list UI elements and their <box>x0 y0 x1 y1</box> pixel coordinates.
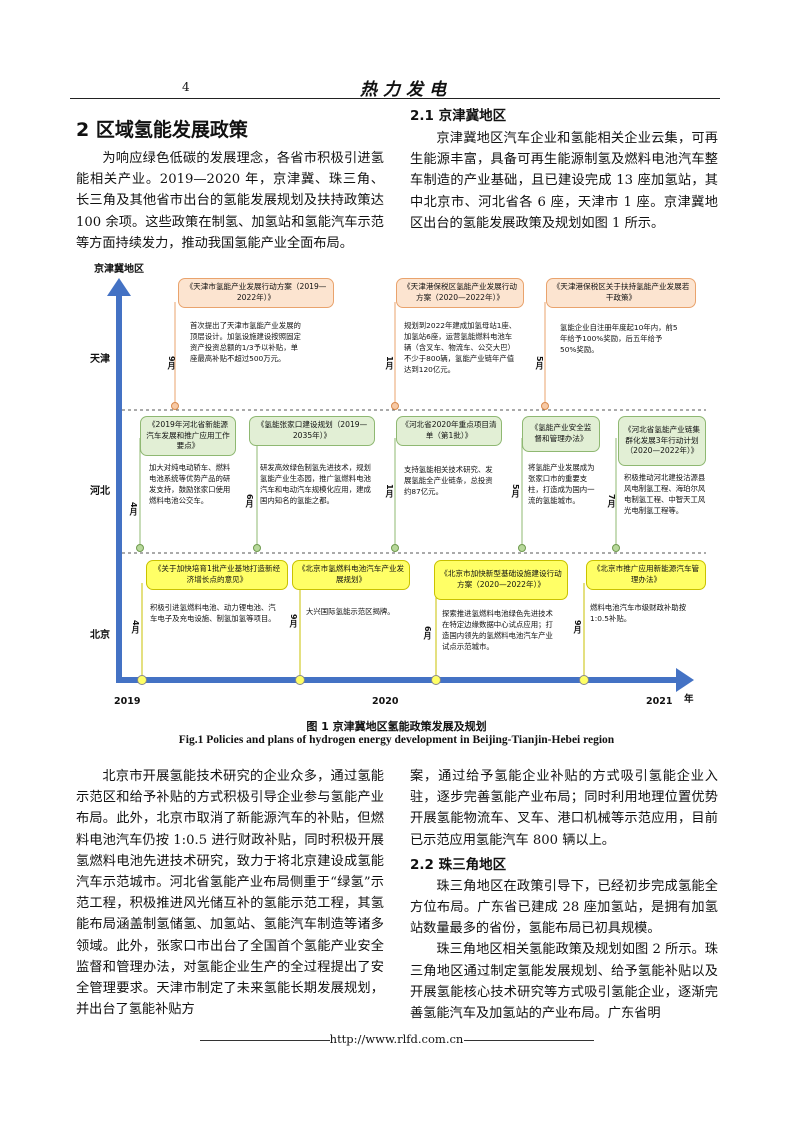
bj-month: 9月 <box>573 620 582 634</box>
jjj-intro-paragraph: 京津冀地区汽车企业和氢能相关企业云集，可再生能源丰富，具备可再生能源制氢及燃料电… <box>410 131 718 231</box>
subsection-title-jjj: 2.1 京津冀地区 <box>410 108 507 124</box>
hb-policy-box: 《氢能张家口建设规划（2019—2035年）》 <box>249 416 375 446</box>
figure-axis-title: 京津冀地区 <box>94 264 144 275</box>
tj-month: 9月 <box>167 356 176 370</box>
year-label-2019: 2019 <box>114 696 141 707</box>
region-label-beijing: 北京 <box>90 630 110 641</box>
footer-url: http://www.rlfd.com.cn <box>329 1032 464 1046</box>
hb-policy-box: 《氢能产业安全监督和管理办法》 <box>522 416 600 452</box>
bj-policy-box: 《关于加快培育1批产业基地打造新经济增长点的意见》 <box>146 560 288 590</box>
bj-dot-4 <box>579 675 589 685</box>
figure-caption-cn: 图 1 京津冀地区氢能政策发展及规划 <box>306 720 487 733</box>
hb-dot-5 <box>612 544 620 552</box>
jjj-analysis-paragraph: 北京市开展氢能技术研究的企业众多，通过氢能示范区和给予补贴的方式积极引导企业参与… <box>76 769 384 1018</box>
hb-policy-desc: 将氢能产业发展成为张家口市的重要支柱，打造成为国内一流的氢能城市。 <box>528 463 595 505</box>
bj-policy-box: 《北京市推广应用新能源汽车管理办法》 <box>586 560 706 590</box>
figure-caption-en: Fig.1 Policies and plans of hydrogen ene… <box>178 734 615 746</box>
section-title: 2 区域氢能发展政策 <box>76 119 248 141</box>
year-label-2020: 2020 <box>372 696 399 707</box>
figure-1: 京津冀地区 天津 河北 北京 2019 2020 2021 年 《天津市氢能产业… <box>86 258 706 713</box>
hb-dot-1 <box>136 544 144 552</box>
tj-policy-box: 《天津港保税区关于扶持氢能产业发展若干政策》 <box>546 278 696 308</box>
hb-month: 7月 <box>607 494 616 508</box>
tj-policy-desc: 规划到2022年建成加氢母站1座、加氢站6座，运营氢能燃料电池车辆（含叉车、物流… <box>404 321 517 374</box>
hb-month: 1月 <box>385 484 394 498</box>
tj-policy-box: 《天津市氢能产业发展行动方案（2019—2022年）》 <box>178 278 334 308</box>
tj-month: 1月 <box>385 356 394 370</box>
region-label-tianjin: 天津 <box>90 354 110 365</box>
hb-policy-desc: 支持氢能相关技术研究、发展氢能全产业链条，总投资约87亿元。 <box>404 465 493 496</box>
bj-policy-desc: 燃料电池汽车市级财政补助按1:0.5补贴。 <box>590 603 687 623</box>
hb-month: 6月 <box>245 494 254 508</box>
tj-policy-desc: 氢能企业自注册年度起10年内，前5年给予100%奖励，后五年给予50%奖励。 <box>560 323 678 354</box>
footer-rule-right <box>464 1040 594 1041</box>
hb-policy-box: 《2019年河北省新能源汽车发展和推广应用工作要点》 <box>140 416 236 456</box>
hb-month: 4月 <box>129 502 138 516</box>
region-label-hebei: 河北 <box>90 486 110 497</box>
subsection-title-prd: 2.2 珠三角地区 <box>410 856 507 873</box>
hb-policy-box: 《河北省氢能产业链集群化发展3年行动计划（2020—2022年）》 <box>618 416 706 466</box>
tj-policy-desc: 首次提出了天津市氢能产业发展的顶层设计。加氢设施建设按照固定资产投资总额的1/3… <box>190 321 301 363</box>
journal-title: 热力发电 <box>360 80 452 100</box>
prd-intro-paragraph: 珠三角地区在政策引导下，已经初步完成氢能全方位布局。广东省已建成 28 座加氢站… <box>410 878 718 937</box>
right-bottom-column: 案，通过给予氢能企业补贴的方式吸引氢能企业入驻，逐步完善氢能产业布局；同时利用地… <box>410 766 718 1024</box>
bj-policy-box: 《北京市加快新型基础设施建设行动方案（2020—2022年）》 <box>434 560 568 600</box>
tj-dot-2 <box>391 402 399 410</box>
right-top-column: 2.1 京津冀地区 京津冀地区汽车企业和氢能相关企业云集，可再生能源丰富，具备可… <box>410 104 718 234</box>
prd-policy-paragraph: 珠三角地区相关氢能政策及规划如图 2 所示。珠三角地区通过制定氢能发展规划、给予… <box>410 942 718 1022</box>
left-top-column: 为响应绿色低碳的发展理念，各省市积极引进氢能相关产业。2019—2020 年，京… <box>76 148 384 254</box>
left-bottom-column: 北京市开展氢能技术研究的企业众多，通过氢能示范区和给予补贴的方式积极引导企业参与… <box>76 766 384 1020</box>
jjj-analysis-continued: 案，通过给予氢能企业补贴的方式吸引氢能企业入驻，逐步完善氢能产业布局；同时利用地… <box>410 769 718 848</box>
figure-axes <box>107 278 706 692</box>
page-number: 4 <box>182 80 190 94</box>
hb-dot-3 <box>391 544 399 552</box>
bj-dot-3 <box>431 675 441 685</box>
tj-dot-3 <box>541 402 549 410</box>
tj-month: 5月 <box>535 356 544 370</box>
bj-month: 9月 <box>289 614 298 628</box>
bj-dot-1 <box>137 675 147 685</box>
year-label-2021: 2021 <box>646 696 673 707</box>
bj-dot-2 <box>295 675 305 685</box>
bj-policy-box: 《北京市氢燃料电池汽车产业发展规划》 <box>292 560 410 590</box>
bj-month: 4月 <box>131 620 140 634</box>
footer-rule-left <box>200 1040 330 1041</box>
hb-policy-desc: 研发高效绿色制氢先进技术，规划氢能产业生态园，推广氢燃料电池汽车和电动汽车规模化… <box>260 463 371 505</box>
hb-month: 5月 <box>511 484 520 498</box>
bj-policy-desc: 探索推进氢燃料电池绿色先进技术在特定边缘数据中心试点应用；打造国内领先的氢燃料电… <box>442 609 553 651</box>
tj-policy-box: 《天津港保税区氢能产业发展行动方案（2020—2022年）》 <box>396 278 524 308</box>
bj-policy-desc: 大兴国际氢能示范区揭牌。 <box>306 607 395 616</box>
x-axis-unit: 年 <box>684 694 694 705</box>
y-axis-arrow <box>107 278 131 296</box>
hb-policy-desc: 积极推动河北建投沽源县风电制氢工程、海珀尔风电制氢工程、中智天工风光电制氢工程等… <box>624 473 706 515</box>
bj-month: 6月 <box>423 626 432 640</box>
hb-policy-desc: 加大对纯电动轿车、燃料电池系统等优势产品的研发支持，鼓励张家口使用燃料电池公交车… <box>149 463 231 505</box>
header-rule <box>70 98 720 99</box>
hb-dot-4 <box>518 544 526 552</box>
hb-dot-2 <box>253 544 261 552</box>
hb-policy-box: 《河北省2020年重点项目清单（第1批）》 <box>396 416 502 446</box>
x-axis-arrow <box>676 668 694 692</box>
intro-paragraph: 为响应绿色低碳的发展理念，各省市积极引进氢能相关产业。2019—2020 年，京… <box>76 151 384 251</box>
bj-policy-desc: 积极引进氢燃料电池、动力锂电池、汽车电子及充电设施、制氢加氢等项目。 <box>150 603 276 623</box>
tj-dot-1 <box>171 402 179 410</box>
